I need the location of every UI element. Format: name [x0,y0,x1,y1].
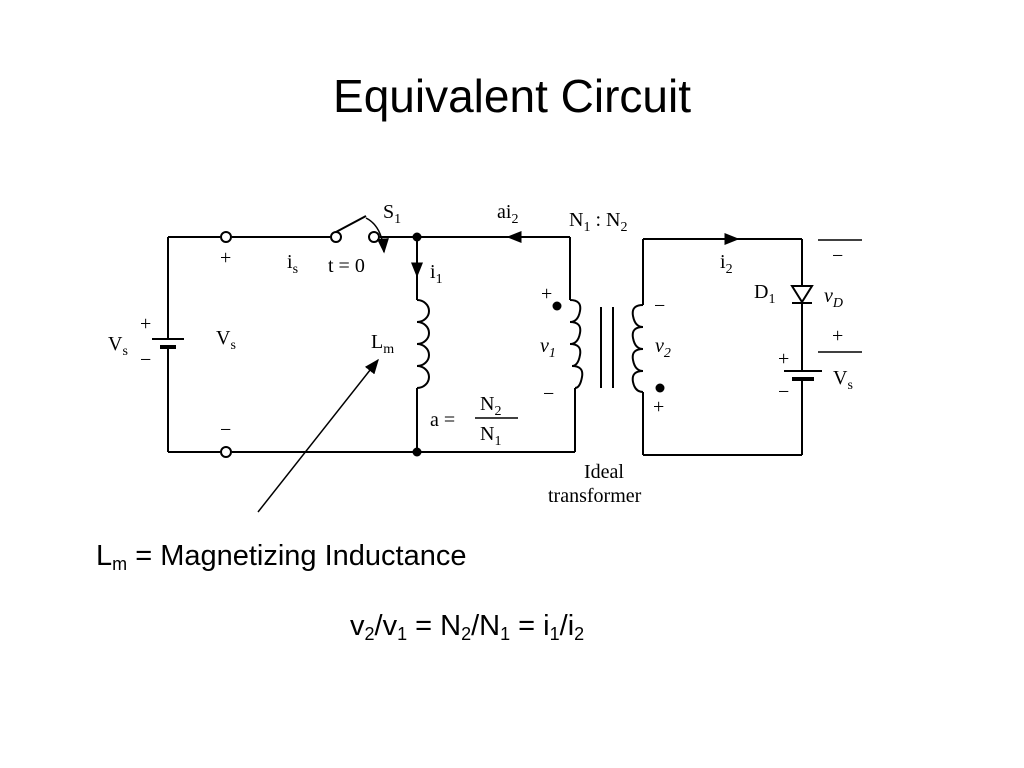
label-s1: S1 [383,201,401,227]
junction-bottom [412,447,422,457]
slide-title: Equivalent Circuit [333,70,691,122]
label-turns-ratio: N1 : N2 [569,209,627,235]
label-battery-minus: − [140,349,151,371]
label-is: is [287,251,298,277]
polarity-dot-primary [552,301,562,311]
secondary-winding [631,304,644,393]
lm-pointer-arrow [257,358,379,513]
output-battery [784,370,822,381]
label-v1-minus: − [543,383,554,405]
label-fraction-numerator: N2 [480,393,501,419]
label-vs-right: Vs [833,367,853,393]
label-vd: vD [824,285,843,311]
label-a-equals: a = [430,409,455,431]
inductor-lm [416,299,430,389]
label-ai2: ai2 [497,201,518,227]
label-lm: Lm [371,331,394,357]
label-vs-mid: Vs [216,327,236,353]
label-ideal: Ideal [584,461,624,483]
diode-d1 [790,285,814,304]
label-input-plus: + [220,247,231,269]
label-vd-minus: − [832,245,843,267]
label-t-equals-0: t = 0 [328,255,365,277]
label-v2: v2 [655,335,671,361]
label-d1: D1 [754,281,775,307]
polarity-dot-secondary [655,383,665,393]
turns-ratio-equation: v2/v1 = N2/N1 = i1/i2 [350,610,585,644]
source-battery [152,325,184,360]
label-battery2-minus: − [778,381,789,403]
label-v2-minus: − [654,295,665,317]
label-vs-left: Vs [108,333,128,359]
junction-top [412,232,422,242]
input-terminal-top [220,231,232,243]
label-battery2-plus: + [778,348,789,370]
secondary-wires [642,238,803,456]
primary-wires [167,236,576,453]
label-fraction-denominator: N1 [480,423,501,449]
label-v1-plus: + [541,283,552,305]
label-i1: i1 [430,261,443,287]
label-transformer: transformer [548,485,642,507]
primary-winding [569,299,584,389]
label-battery-plus: + [140,313,151,335]
magnetizing-inductance-caption: Lm = Magnetizing Inductance [96,540,467,574]
label-v2-plus: + [653,396,664,418]
label-vd-plus: + [832,325,843,347]
label-v1: v1 [540,335,556,361]
label-i2: i2 [720,251,733,277]
label-input-minus: − [220,419,231,441]
switch-s1 [330,215,389,254]
input-terminal-bottom [220,446,232,458]
